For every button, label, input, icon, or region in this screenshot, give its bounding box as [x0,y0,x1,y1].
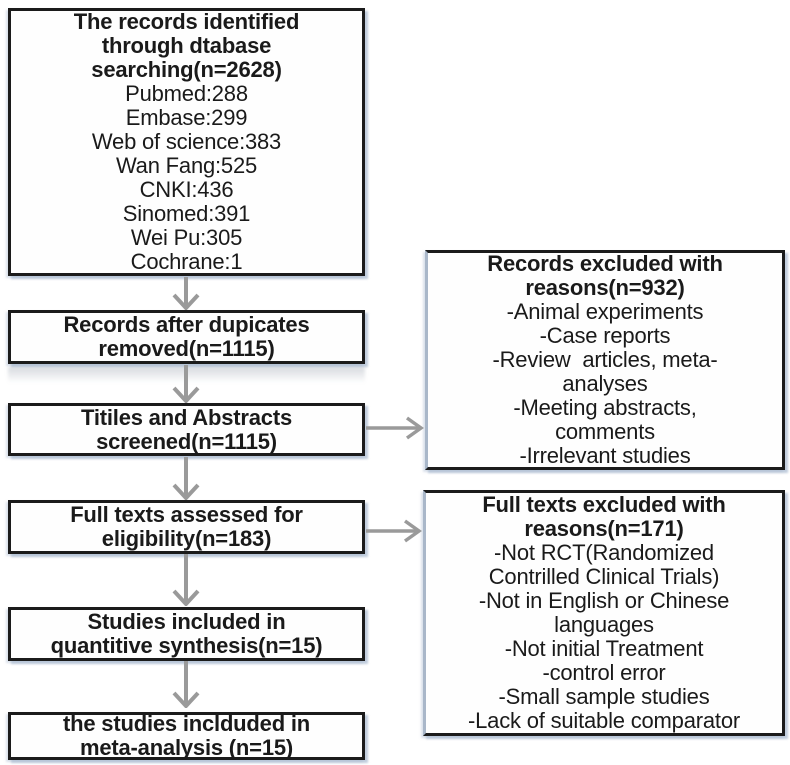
text-line: reasons(n=171) [524,516,684,541]
text-line: quantitive synthesis(n=15) [50,633,323,658]
arrow-right-icon [366,410,424,446]
text-line: Embase:299 [125,105,248,130]
text-line: CNKI:436 [139,177,234,202]
text-line: the studies inclduded in [63,711,310,736]
text-line: -Meeting abstracts, [513,395,697,420]
arrow-down-icon [164,661,208,708]
text-line: Wei Pu:305 [130,225,243,250]
text-line: Records excluded with [487,251,723,276]
box-titles-abstracts-screened: Titiles and Abstracts screened(n=1115) [8,403,365,456]
box-meta-analysis: the studies inclduded in meta-analysis (… [8,712,365,760]
text-line: eligibility(n=183) [101,526,272,551]
text-line: languages [554,612,654,637]
text-line: -Animal experiments [506,299,704,324]
text-line: searching(n=2628) [91,57,282,82]
text-line: Cochrane:1 [130,249,243,274]
text-line: screened(n=1115) [96,428,277,454]
text-line: -control error [542,660,666,685]
text-line: -Lack of suitable comparator [468,708,740,733]
box-records-identified: The records identified through dtabase s… [8,8,365,276]
text-line: through dtabase [101,33,272,58]
text-line: comments [555,419,655,444]
text-line: Full texts assessed for [70,502,303,527]
arrow-down-icon [164,365,208,403]
box-full-texts-assessed: Full texts assessed for eligibility(n=18… [8,500,365,554]
text-line: Records after dupicates [63,312,310,337]
box-duplicates-removed: Records after dupicates removed(n=1115) [8,310,365,364]
text-line: Contrilled Clinical Trials) [488,564,720,589]
text-line: Web of science:383 [91,129,282,154]
text-line: Titiles and Abstracts [81,404,292,430]
text-line: -Irrelevant studies [519,443,691,468]
box-full-texts-excluded: Full texts excluded with reasons(n=171) … [423,490,785,736]
text-line: Full texts excluded with [482,492,726,517]
box-records-excluded: Records excluded with reasons(n=932) -An… [425,250,785,470]
text-line: -Not RCT(Randomized [494,540,714,565]
text-line: Pubmed:288 [125,81,248,106]
text-line: reasons(n=932) [525,275,685,300]
text-line: -Not in English or Chinese [478,588,730,613]
arrow-down-icon [164,457,208,500]
text-line: analyses [562,371,648,396]
text-line: Wan Fang:525 [115,153,258,178]
text-line: meta-analysis (n=15) [79,735,294,760]
text-line: Studies included in [87,609,286,634]
text-line: -Not initial Treatment [504,636,704,661]
arrow-down-icon [164,277,208,310]
text-line: The records identified [73,9,300,34]
text-line: removed(n=1115) [98,336,275,361]
box-quantitative-synthesis: Studies included in quantitive synthesis… [8,607,365,661]
text-line: Sinomed:391 [122,201,251,226]
text-line: -Small sample studies [498,684,710,709]
arrow-right-icon [366,513,422,549]
text-line: -Review articles, meta- [492,347,718,372]
text-line: -Case reports [539,323,671,348]
arrow-down-icon [164,554,208,606]
